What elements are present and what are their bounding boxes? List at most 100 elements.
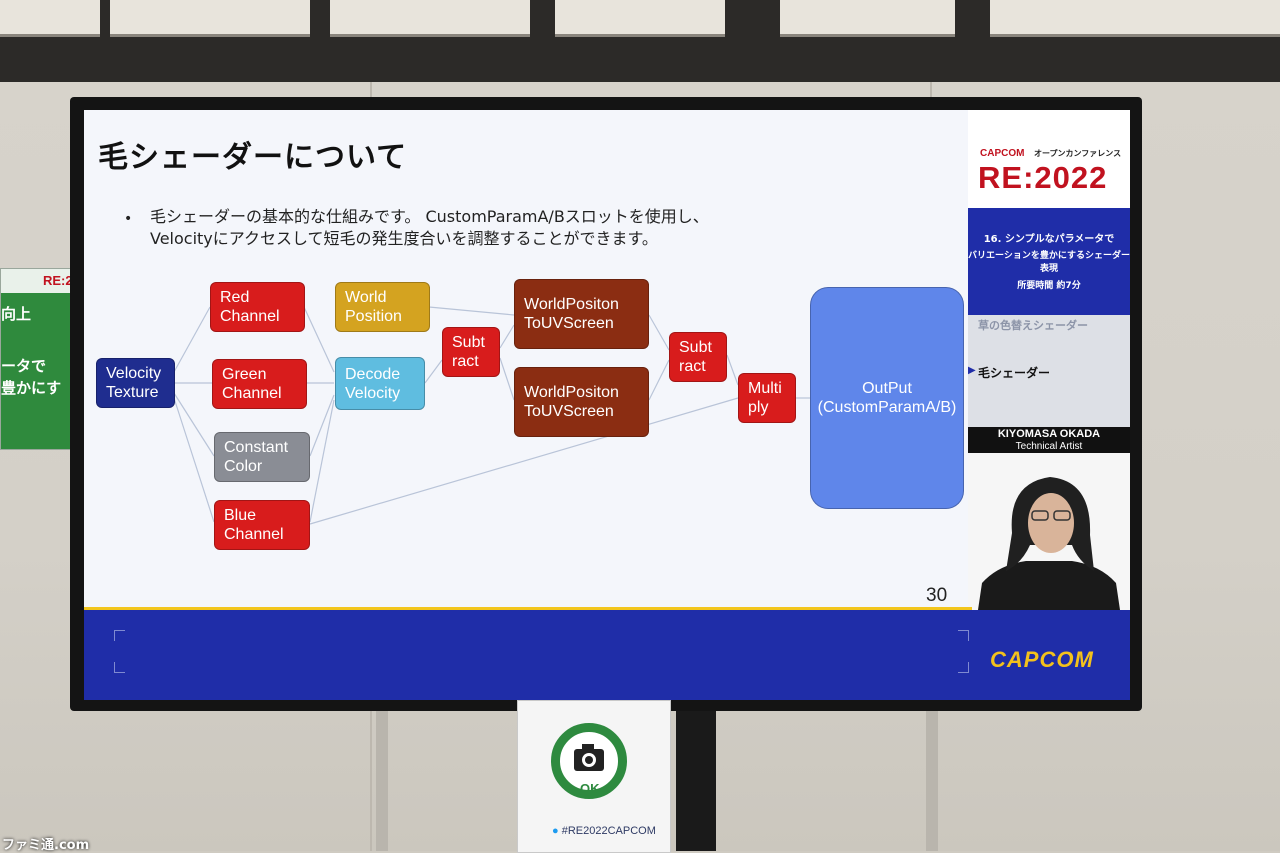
node-label: WorldPositon ToUVScreen [524, 384, 619, 420]
speaker-portrait [978, 477, 1120, 610]
speaker-nameplate: KIYOMASA OKADA Technical Artist [968, 427, 1130, 453]
node-subtract: Subt ract [442, 327, 500, 377]
ceiling-light-panel [110, 0, 310, 37]
ceiling-light-panel [330, 0, 530, 37]
bullet-line: Velocityにアクセスして短毛の発生度合いを調整することができます。 [150, 229, 658, 248]
left-sign-band: 向上 ータで 豊かにす [1, 293, 75, 449]
node-label: Decode Velocity [345, 365, 401, 402]
session-title: 16. シンプルなパラメータで [983, 234, 1115, 245]
slide-footer [84, 610, 1130, 700]
edge [424, 359, 443, 384]
edge [499, 357, 515, 401]
node-red-channel: Red Channel [210, 282, 305, 332]
photo-ok-badge [551, 723, 627, 799]
node-world-positon-to-uv-screen: WorldPositon ToUVScreen [514, 367, 649, 437]
left-sign-logo: RE:2 [43, 273, 73, 288]
hashtag-text: #RE2022CAPCOM [561, 825, 656, 837]
event-logo: RE:2022 [978, 160, 1108, 195]
node-label: Green Channel [222, 366, 282, 402]
agenda-item: 草の色替えシェーダー [978, 319, 1088, 332]
monitor-stand-pole [676, 711, 716, 851]
conference-label: オープンカンファレンス [1034, 149, 1122, 158]
edge [309, 394, 335, 457]
node-label: Velocity Texture [106, 365, 162, 401]
left-sign-text: ータで [1, 357, 47, 375]
frame-corner [114, 630, 125, 641]
node-graph-edges [173, 306, 810, 525]
node-constant-color: Constant Color [214, 432, 310, 482]
speaker-role: Technical Artist [1015, 441, 1083, 452]
node-label: WorldPositon ToUVScreen [524, 296, 619, 332]
node-label: Subt ract [452, 334, 485, 370]
edge [309, 399, 335, 523]
ceiling-light-panel [780, 0, 955, 37]
ceiling [0, 0, 1280, 82]
node-subtract: Subt ract [669, 332, 727, 382]
photo-permission-sign: OK ● #RE2022CAPCOM [517, 700, 671, 853]
node-label: Red Channel [220, 289, 280, 325]
edge [499, 324, 515, 349]
node-label: World Position [345, 289, 402, 325]
left-wall-sign: RE:2 向上 ータで 豊かにす [0, 268, 76, 450]
edge [648, 359, 670, 401]
agenda-item-current: 毛シェーダー [978, 366, 1051, 380]
speaker-video [968, 453, 1130, 610]
frame-corner [114, 662, 125, 673]
node-label: OutPut (CustomParamA/B) [817, 380, 957, 416]
accent-line [84, 607, 972, 611]
speaker-name: KIYOMASA OKADA [997, 428, 1101, 440]
edge [173, 306, 211, 373]
frame-corner [958, 630, 969, 641]
stand-leg [926, 711, 938, 851]
slide-title: 毛シェーダーについて [98, 140, 408, 175]
node-label: Blue Channel [224, 507, 284, 543]
node-multiply: Multi ply [738, 373, 796, 423]
glasses-icon [1031, 510, 1049, 521]
edge [648, 314, 670, 351]
edge [726, 354, 739, 386]
left-sign-text: 向上 [1, 305, 32, 323]
slide-page-number: 30 [926, 585, 948, 606]
edge [428, 306, 515, 316]
capcom-logo-small: CAPCOM [980, 148, 1025, 159]
ceiling-light-panel [0, 0, 100, 37]
frame-corner [958, 662, 969, 673]
ceiling-light-panel [990, 0, 1280, 37]
ceiling-light-panel [555, 0, 725, 37]
edge [173, 397, 215, 523]
node-blue-channel: Blue Channel [214, 500, 310, 550]
edge [173, 392, 215, 457]
node-green-channel: Green Channel [212, 359, 307, 409]
node-world-positon-to-uv-screen: WorldPositon ToUVScreen [514, 279, 649, 349]
play-arrow-icon: ▶ [968, 365, 976, 376]
photo-ok-label: OK [580, 781, 600, 796]
glasses-icon [1053, 510, 1071, 521]
bullet-line: 毛シェーダーの基本的な仕組みです。 CustomParamA/Bスロットを使用し… [150, 207, 709, 226]
agenda-list: 草の色替えシェーダー ▶ 毛シェーダー [968, 315, 1130, 427]
edge [303, 306, 335, 373]
node-world-position: World Position [335, 282, 430, 332]
bullet-marker: • [124, 211, 133, 227]
publisher-watermark: ファミ通.com [2, 838, 90, 853]
node-decode-velocity: Decode Velocity [335, 357, 425, 410]
node-label: Subt ract [679, 339, 712, 375]
bullet-text: 毛シェーダーの基本的な仕組みです。 CustomParamA/Bスロットを使用し… [150, 206, 709, 250]
node-label: Multi ply [748, 380, 782, 416]
camera-icon [574, 744, 604, 771]
node-velocity-texture: Velocity Texture [96, 358, 175, 408]
edge [309, 397, 739, 525]
slide-screen: 毛シェーダーについて • 毛シェーダーの基本的な仕組みです。 CustomPar… [84, 110, 1130, 700]
session-info: 16. シンプルなパラメータで バリエーションを豊かにするシェーダー表現 所要時… [968, 208, 1130, 315]
stand-leg [376, 711, 388, 851]
hashtag-label: ● #RE2022CAPCOM [552, 825, 656, 837]
capcom-logo: CAPCOM [990, 647, 1094, 672]
left-sign-text: 豊かにす [1, 379, 62, 397]
twitter-icon: ● [552, 825, 559, 837]
session-subtitle: バリエーションを豊かにするシェーダー表現 [968, 251, 1130, 274]
event-sidebar: CAPCOM オープンカンファレンス RE:2022 16. シンプルなパラメー… [968, 110, 1130, 610]
speaker-face [1028, 493, 1074, 553]
session-duration: 所要時間 約7分 [1017, 281, 1081, 291]
speaker-body [978, 561, 1120, 610]
node-label: Constant Color [224, 439, 289, 475]
node-output: OutPut (CustomParamA/B) [810, 287, 964, 509]
